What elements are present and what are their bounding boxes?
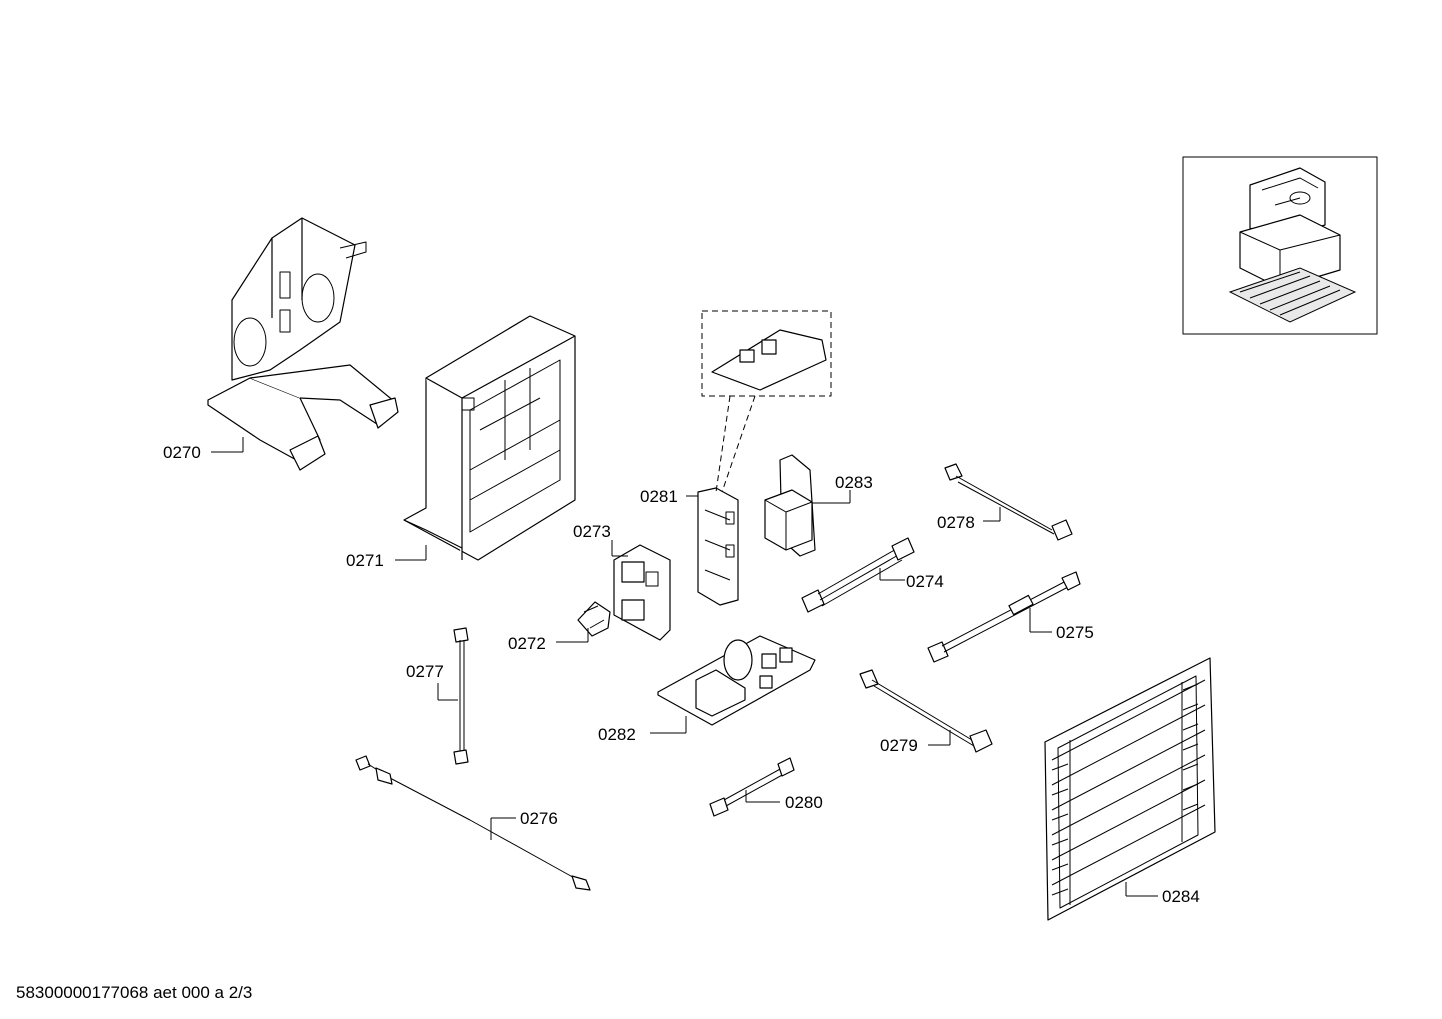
callout-0284: 0284 xyxy=(1162,887,1200,906)
callout-0275: 0275 xyxy=(1056,623,1094,642)
part-0280-cable xyxy=(709,757,795,817)
part-0278-cable xyxy=(944,463,1073,541)
part-0284-grid-panel xyxy=(1044,657,1216,921)
part-0274-cable xyxy=(801,537,915,613)
callout-0282: 0282 xyxy=(598,725,636,744)
part-0283-transformer xyxy=(764,454,816,557)
part-0281-board xyxy=(697,487,739,606)
overview-thumbnail xyxy=(1182,156,1378,335)
callout-0283: 0283 xyxy=(835,473,873,492)
callout-0280: 0280 xyxy=(785,793,823,812)
callout-0281: 0281 xyxy=(640,487,678,506)
drawing-number: 58300000177068 aet 000 a 2/3 xyxy=(16,983,253,1002)
callout-0278: 0278 xyxy=(937,513,975,532)
callout-0279: 0279 xyxy=(880,736,918,755)
callout-0277: 0277 xyxy=(406,662,444,681)
callout-0271: 0271 xyxy=(346,551,384,570)
part-0281-detail-box xyxy=(701,310,832,493)
part-0272-clip xyxy=(577,601,611,637)
callout-0276: 0276 xyxy=(520,809,558,828)
callout-0272: 0272 xyxy=(508,634,546,653)
part-0270-bracket xyxy=(207,217,399,471)
part-0276-cable xyxy=(355,755,591,891)
part-0273-relay-board xyxy=(613,544,671,641)
part-0279-cable xyxy=(859,669,993,753)
callout-0270: 0270 xyxy=(163,443,201,462)
part-0282-main-board xyxy=(657,635,816,726)
part-0271-housing xyxy=(403,315,576,561)
callout-0273: 0273 xyxy=(573,522,611,541)
part-0277-cable xyxy=(453,627,469,765)
part-0275-cable xyxy=(927,571,1081,663)
callout-0274: 0274 xyxy=(906,572,944,591)
